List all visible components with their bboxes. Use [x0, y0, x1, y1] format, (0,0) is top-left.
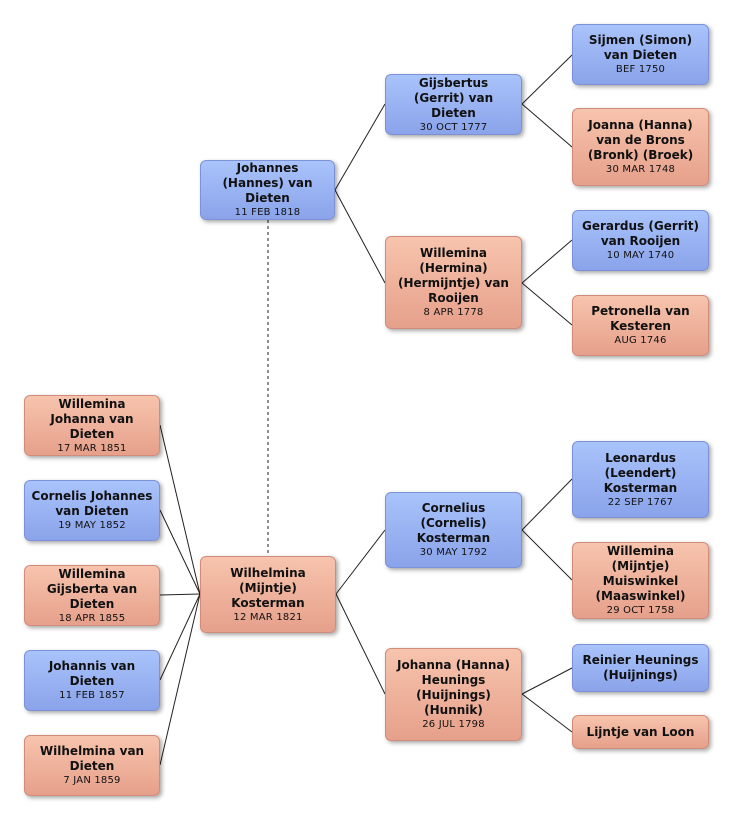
connector-line	[521, 239, 573, 284]
person-card-child[interactable]: Cornelis Johannes van Dieten 19 MAY 1852	[24, 480, 160, 541]
person-name: Cornelis Johannes van Dieten	[31, 489, 153, 518]
person-name: Cornelius (Cornelis) Kosterman	[416, 501, 491, 545]
person-date: 11 FEB 1857	[59, 690, 125, 701]
person-name: Gijsbertus (Gerrit) van Dieten	[413, 75, 494, 120]
person-name: Wilhelmina (Mijntje) Kosterman	[230, 565, 306, 610]
person-card-grandfather-maternal[interactable]: Reinier Heunings (Huijnings)	[572, 644, 709, 692]
person-name: Johannis van Dieten	[48, 659, 136, 688]
person-name: Gerardus (Gerrit) van Rooijen	[581, 219, 700, 248]
connector-line	[521, 282, 573, 326]
person-card-mother[interactable]: Johanna (Hanna) Heunings (Huijnings) (Hu…	[385, 648, 522, 741]
person-card-grandmother-maternal[interactable]: Lijntje van Loon	[572, 715, 709, 749]
connector-line	[159, 424, 201, 595]
person-name: Willemina (Mijntje) Muiswinkel (Maaswink…	[595, 544, 686, 603]
connector-line	[521, 103, 573, 148]
person-date: 30 MAR 1748	[605, 164, 676, 175]
connector-line	[335, 529, 386, 595]
connector-line	[334, 189, 386, 284]
person-card-father[interactable]: Cornelius (Cornelis) Kosterman 30 MAY 17…	[385, 492, 522, 568]
person-date: 26 JUL 1798	[422, 719, 485, 730]
person-card-child[interactable]: Willemina Gijsberta van Dieten 18 APR 18…	[24, 565, 160, 626]
connector-line	[521, 54, 573, 105]
person-name: Wilhelmina van Dieten	[39, 744, 145, 773]
connector-line	[334, 103, 386, 191]
person-date: 12 MAR 1821	[233, 611, 303, 623]
person-card-spouse-mother[interactable]: Willemina (Hermina) (Hermijntje) van Roo…	[385, 236, 522, 329]
person-name: Johanna (Hanna) Heunings (Huijnings) (Hu…	[396, 658, 510, 717]
person-date: 10 MAY 1740	[606, 250, 675, 261]
connector-line	[521, 478, 573, 531]
person-card-child[interactable]: Wilhelmina van Dieten 7 JAN 1859	[24, 735, 160, 796]
person-date: 11 FEB 1818	[234, 207, 301, 218]
person-date: 18 APR 1855	[58, 612, 126, 624]
person-card-spouse[interactable]: Johannes (Hannes) van Dieten 11 FEB 1818	[200, 160, 335, 220]
person-date: 30 MAY 1792	[419, 547, 488, 558]
person-date: 30 OCT 1777	[419, 121, 488, 133]
connector-line	[159, 509, 201, 595]
person-card-focus[interactable]: Wilhelmina (Mijntje) Kosterman 12 MAR 18…	[200, 556, 336, 633]
connector-line	[159, 593, 201, 681]
person-date: AUG 1746	[614, 335, 667, 346]
person-card-spouse-grandmother-paternal[interactable]: Joanna (Hanna) van de Brons (Bronk) (Bro…	[572, 108, 709, 186]
person-name: Reinier Heunings (Huijnings)	[582, 653, 699, 682]
connector-line	[521, 667, 573, 695]
person-card-child[interactable]: Willemina Johanna van Dieten 17 MAR 1851	[24, 395, 160, 456]
connector-line	[159, 593, 201, 766]
person-date: 19 MAY 1852	[58, 520, 126, 531]
person-card-grandfather-paternal[interactable]: Leonardus (Leendert) Kosterman 22 SEP 17…	[572, 441, 709, 518]
person-name: Leonardus (Leendert) Kosterman	[603, 450, 678, 495]
person-name: Lijntje van Loon	[586, 724, 695, 739]
person-name: Willemina (Hermina) (Hermijntje) van Roo…	[398, 246, 509, 305]
person-date: 22 SEP 1767	[607, 496, 674, 508]
person-name: Johannes (Hannes) van Dieten	[222, 161, 313, 205]
connector-line	[159, 593, 201, 596]
person-name: Petronella van Kesteren	[591, 304, 690, 333]
person-date: 29 OCT 1758	[606, 605, 675, 616]
connector-line	[521, 693, 573, 733]
person-name: Joanna (Hanna) van de Brons (Bronk) (Bro…	[587, 118, 694, 162]
person-card-spouse-grandmother-maternal[interactable]: Petronella van Kesteren AUG 1746	[572, 295, 709, 356]
connector-line	[521, 529, 573, 581]
person-card-spouse-grandfather-maternal[interactable]: Gerardus (Gerrit) van Rooijen 10 MAY 174…	[572, 210, 709, 271]
person-name: Willemina Johanna van Dieten	[50, 396, 134, 441]
person-date: BEF 1750	[615, 64, 666, 75]
person-card-child[interactable]: Johannis van Dieten 11 FEB 1857	[24, 650, 160, 711]
person-card-spouse-father[interactable]: Gijsbertus (Gerrit) van Dieten 30 OCT 17…	[385, 74, 522, 135]
person-date: 17 MAR 1851	[57, 442, 127, 454]
person-name: Willemina Gijsberta van Dieten	[46, 566, 138, 611]
person-date: 8 APR 1778	[423, 307, 484, 318]
connector-line	[335, 593, 386, 695]
person-card-spouse-grandfather-paternal[interactable]: Sijmen (Simon) van Dieten BEF 1750	[572, 24, 709, 85]
person-name: Sijmen (Simon) van Dieten	[588, 33, 693, 62]
person-card-grandmother-paternal[interactable]: Willemina (Mijntje) Muiswinkel (Maaswink…	[572, 542, 709, 619]
person-date: 7 JAN 1859	[63, 775, 121, 786]
